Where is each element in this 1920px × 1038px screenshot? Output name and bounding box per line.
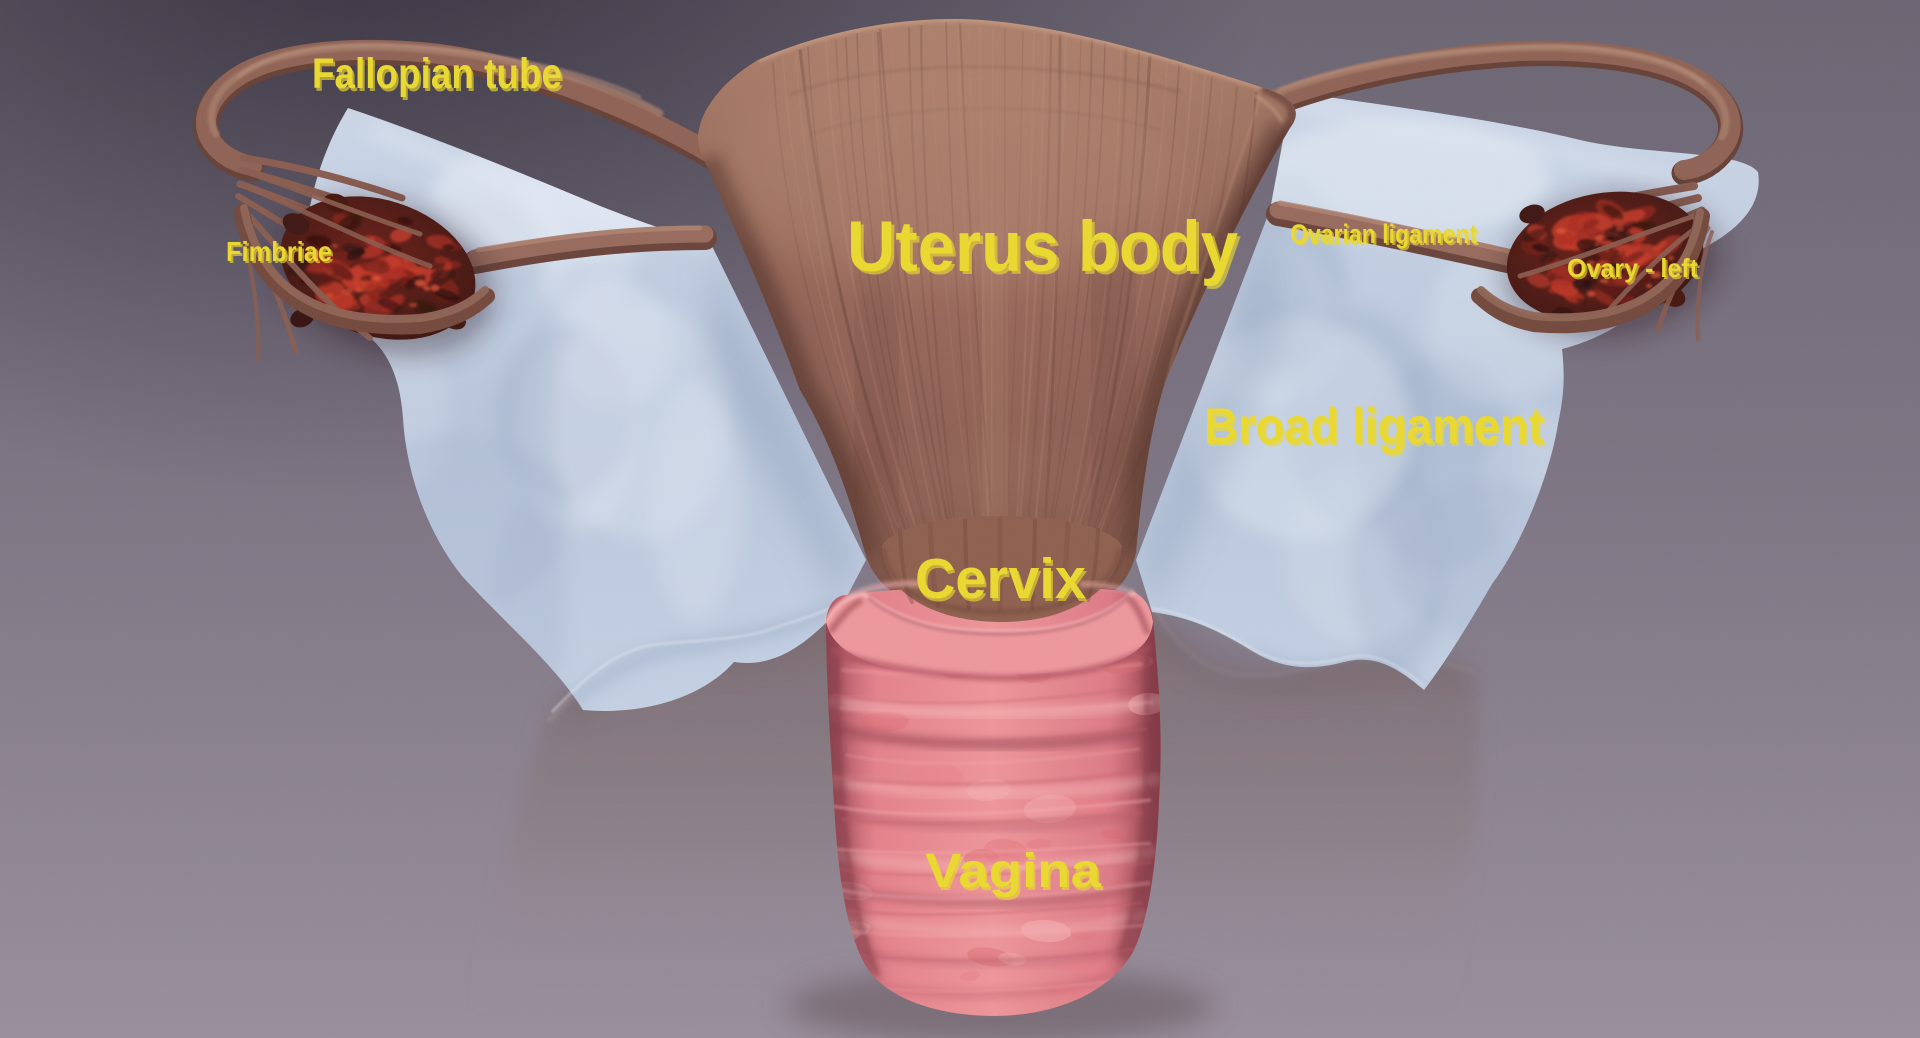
svg-text:Uterus body: Uterus body (847, 208, 1238, 287)
svg-text:Vagina: Vagina (927, 848, 1103, 901)
svg-text:Ovary - left: Ovary - left (1569, 255, 1700, 285)
svg-text:Ovarian ligament: Ovarian ligament (1290, 219, 1477, 249)
svg-text:Ovarian ligament: Ovarian ligament (1292, 221, 1479, 251)
svg-text:Cervix: Cervix (917, 550, 1088, 614)
svg-text:Vagina: Vagina (925, 845, 1101, 898)
svg-text:Fimbriae: Fimbriae (228, 238, 334, 269)
svg-text:Broad ligament: Broad ligament (1206, 401, 1546, 457)
svg-text:Fallopian tube: Fallopian tube (312, 50, 562, 98)
svg-text:Cervix: Cervix (915, 547, 1086, 611)
svg-text:Broad ligament: Broad ligament (1204, 398, 1544, 454)
svg-text:Ovary - left: Ovary - left (1567, 253, 1698, 283)
svg-text:Fimbriae: Fimbriae (226, 236, 332, 267)
svg-text:Uterus body: Uterus body (850, 211, 1241, 290)
svg-text:Fallopian tube: Fallopian tube (314, 53, 564, 101)
